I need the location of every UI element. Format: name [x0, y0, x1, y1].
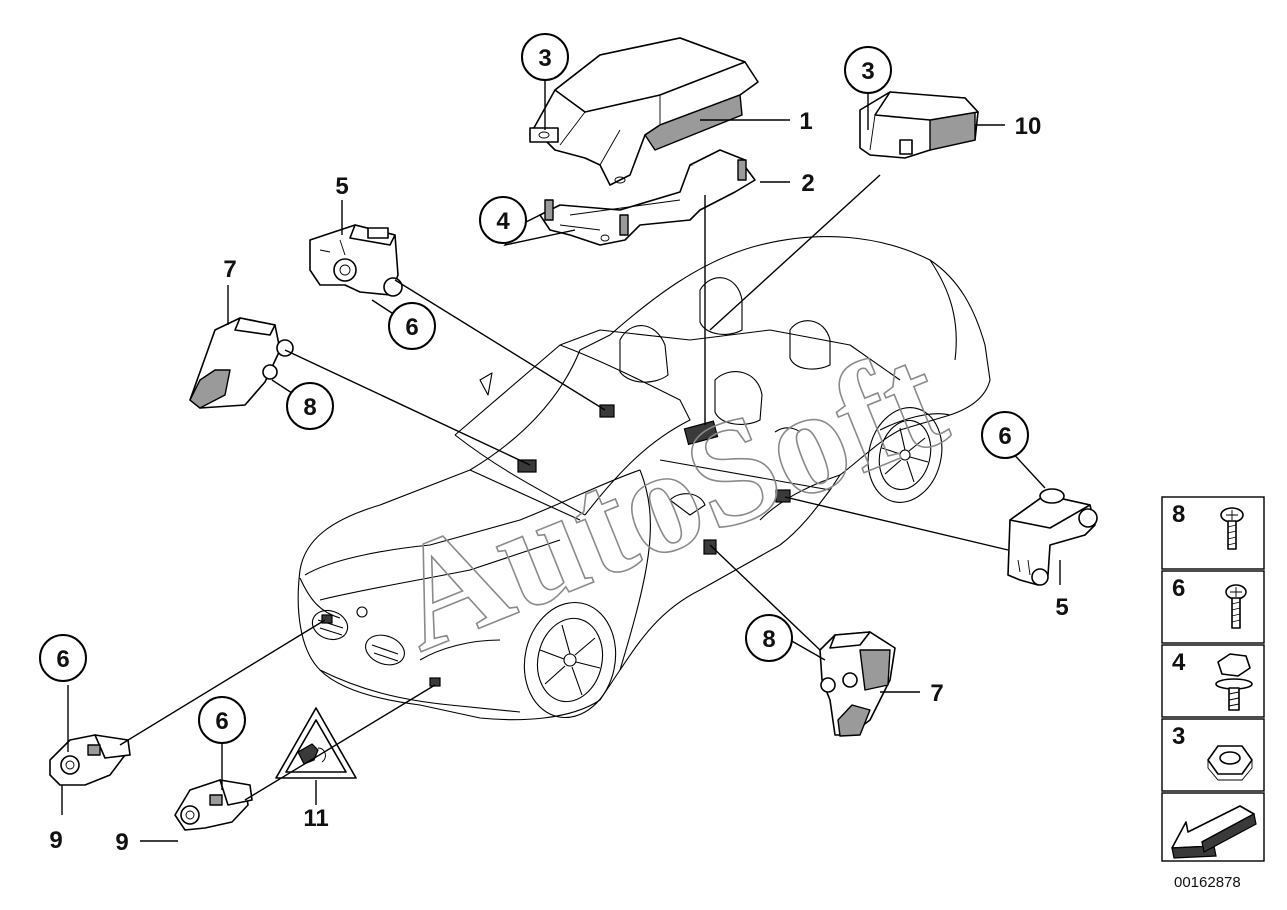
bracket-2 — [539, 149, 756, 246]
svg-text:3: 3 — [538, 45, 551, 72]
callout-9-front-left: 9 — [49, 827, 62, 854]
sensor-5-top — [309, 224, 403, 297]
car-illustration — [297, 236, 991, 721]
svg-text:6: 6 — [405, 314, 418, 341]
warning-label-11 — [275, 707, 357, 779]
screw-icon — [1225, 584, 1247, 629]
svg-text:9: 9 — [49, 827, 62, 854]
hex-nut-icon — [1207, 745, 1253, 781]
callout-6-right: 6 — [981, 411, 1029, 459]
legend-item-6: 6 — [1172, 575, 1247, 629]
callout-8-left: 8 — [286, 382, 334, 430]
leader-lines — [61, 75, 1061, 842]
fastener-legend: 8 6 4 — [1161, 496, 1265, 862]
sensor-5-right — [1007, 488, 1098, 586]
svg-text:10: 10 — [1015, 113, 1042, 140]
svg-text:11: 11 — [303, 805, 328, 832]
callout-7-left: 7 — [223, 256, 236, 283]
svg-text:3: 3 — [861, 58, 874, 85]
svg-text:8: 8 — [303, 394, 316, 421]
callout-4: 4 — [479, 196, 527, 244]
svg-text:6: 6 — [1172, 575, 1185, 602]
callout-6-top: 6 — [388, 302, 436, 350]
callout-11: 11 — [303, 805, 328, 832]
sensor-9-left — [49, 734, 131, 786]
callout-6-front-bottom: 6 — [198, 696, 246, 744]
sensor-9-bottom — [174, 779, 253, 831]
diagram-reference-number: 00162878 — [1174, 874, 1241, 891]
callout-3-control-unit: 3 — [521, 33, 569, 81]
callout-5-top: 5 — [335, 173, 348, 200]
callout-3-unit-10: 3 — [844, 46, 892, 94]
svg-text:7: 7 — [930, 680, 943, 707]
legend-item-4: 4 — [1172, 649, 1253, 711]
svg-text:3: 3 — [1172, 723, 1185, 750]
svg-text:4: 4 — [496, 208, 510, 235]
svg-text:9: 9 — [115, 829, 128, 856]
svg-text:1: 1 — [799, 108, 812, 135]
callout-10: 10 — [1015, 113, 1042, 140]
callout-2: 2 — [801, 170, 814, 197]
direction-arrow-icon — [1171, 805, 1257, 859]
airbag-control-unit-1 — [529, 37, 759, 186]
svg-text:8: 8 — [1172, 501, 1185, 528]
svg-text:8: 8 — [762, 626, 775, 653]
sensor-7-left — [189, 317, 294, 409]
callout-6-front-left: 6 — [39, 634, 87, 682]
control-unit-10 — [859, 91, 979, 159]
svg-text:4: 4 — [1172, 649, 1186, 676]
callout-8-right: 8 — [745, 614, 793, 662]
sensor-7-right — [819, 631, 896, 737]
legend-item-3: 3 — [1172, 723, 1253, 781]
callout-1: 1 — [799, 108, 812, 135]
screw-icon — [1220, 507, 1244, 550]
svg-text:6: 6 — [56, 646, 69, 673]
callout-5-right: 5 — [1055, 594, 1068, 621]
svg-text:7: 7 — [223, 256, 236, 283]
callout-7-right: 7 — [930, 680, 943, 707]
svg-text:5: 5 — [1055, 594, 1068, 621]
callout-9-front-bottom: 9 — [115, 829, 128, 856]
hex-bolt-icon — [1215, 653, 1253, 711]
svg-text:6: 6 — [215, 708, 228, 735]
svg-text:5: 5 — [335, 173, 348, 200]
legend-item-8: 8 — [1172, 501, 1244, 550]
svg-text:6: 6 — [998, 423, 1011, 450]
svg-text:2: 2 — [801, 170, 814, 197]
